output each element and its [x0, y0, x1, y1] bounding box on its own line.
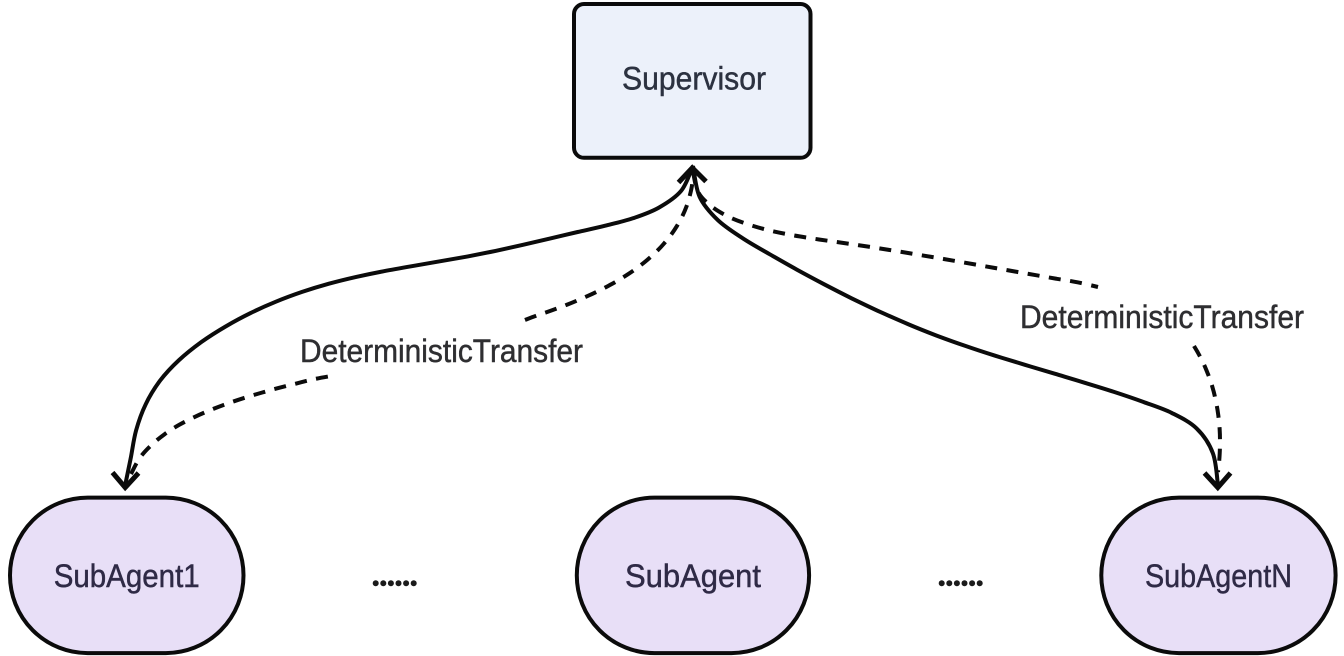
svg-text:DeterministicTransfer: DeterministicTransfer — [300, 333, 583, 369]
svg-text:SubAgentN: SubAgentN — [1145, 558, 1292, 594]
svg-text:Supervisor: Supervisor — [622, 61, 766, 97]
svg-text:DeterministicTransfer: DeterministicTransfer — [1020, 299, 1304, 335]
svg-text:SubAgent1: SubAgent1 — [54, 558, 200, 594]
svg-text:SubAgent: SubAgent — [625, 558, 761, 594]
